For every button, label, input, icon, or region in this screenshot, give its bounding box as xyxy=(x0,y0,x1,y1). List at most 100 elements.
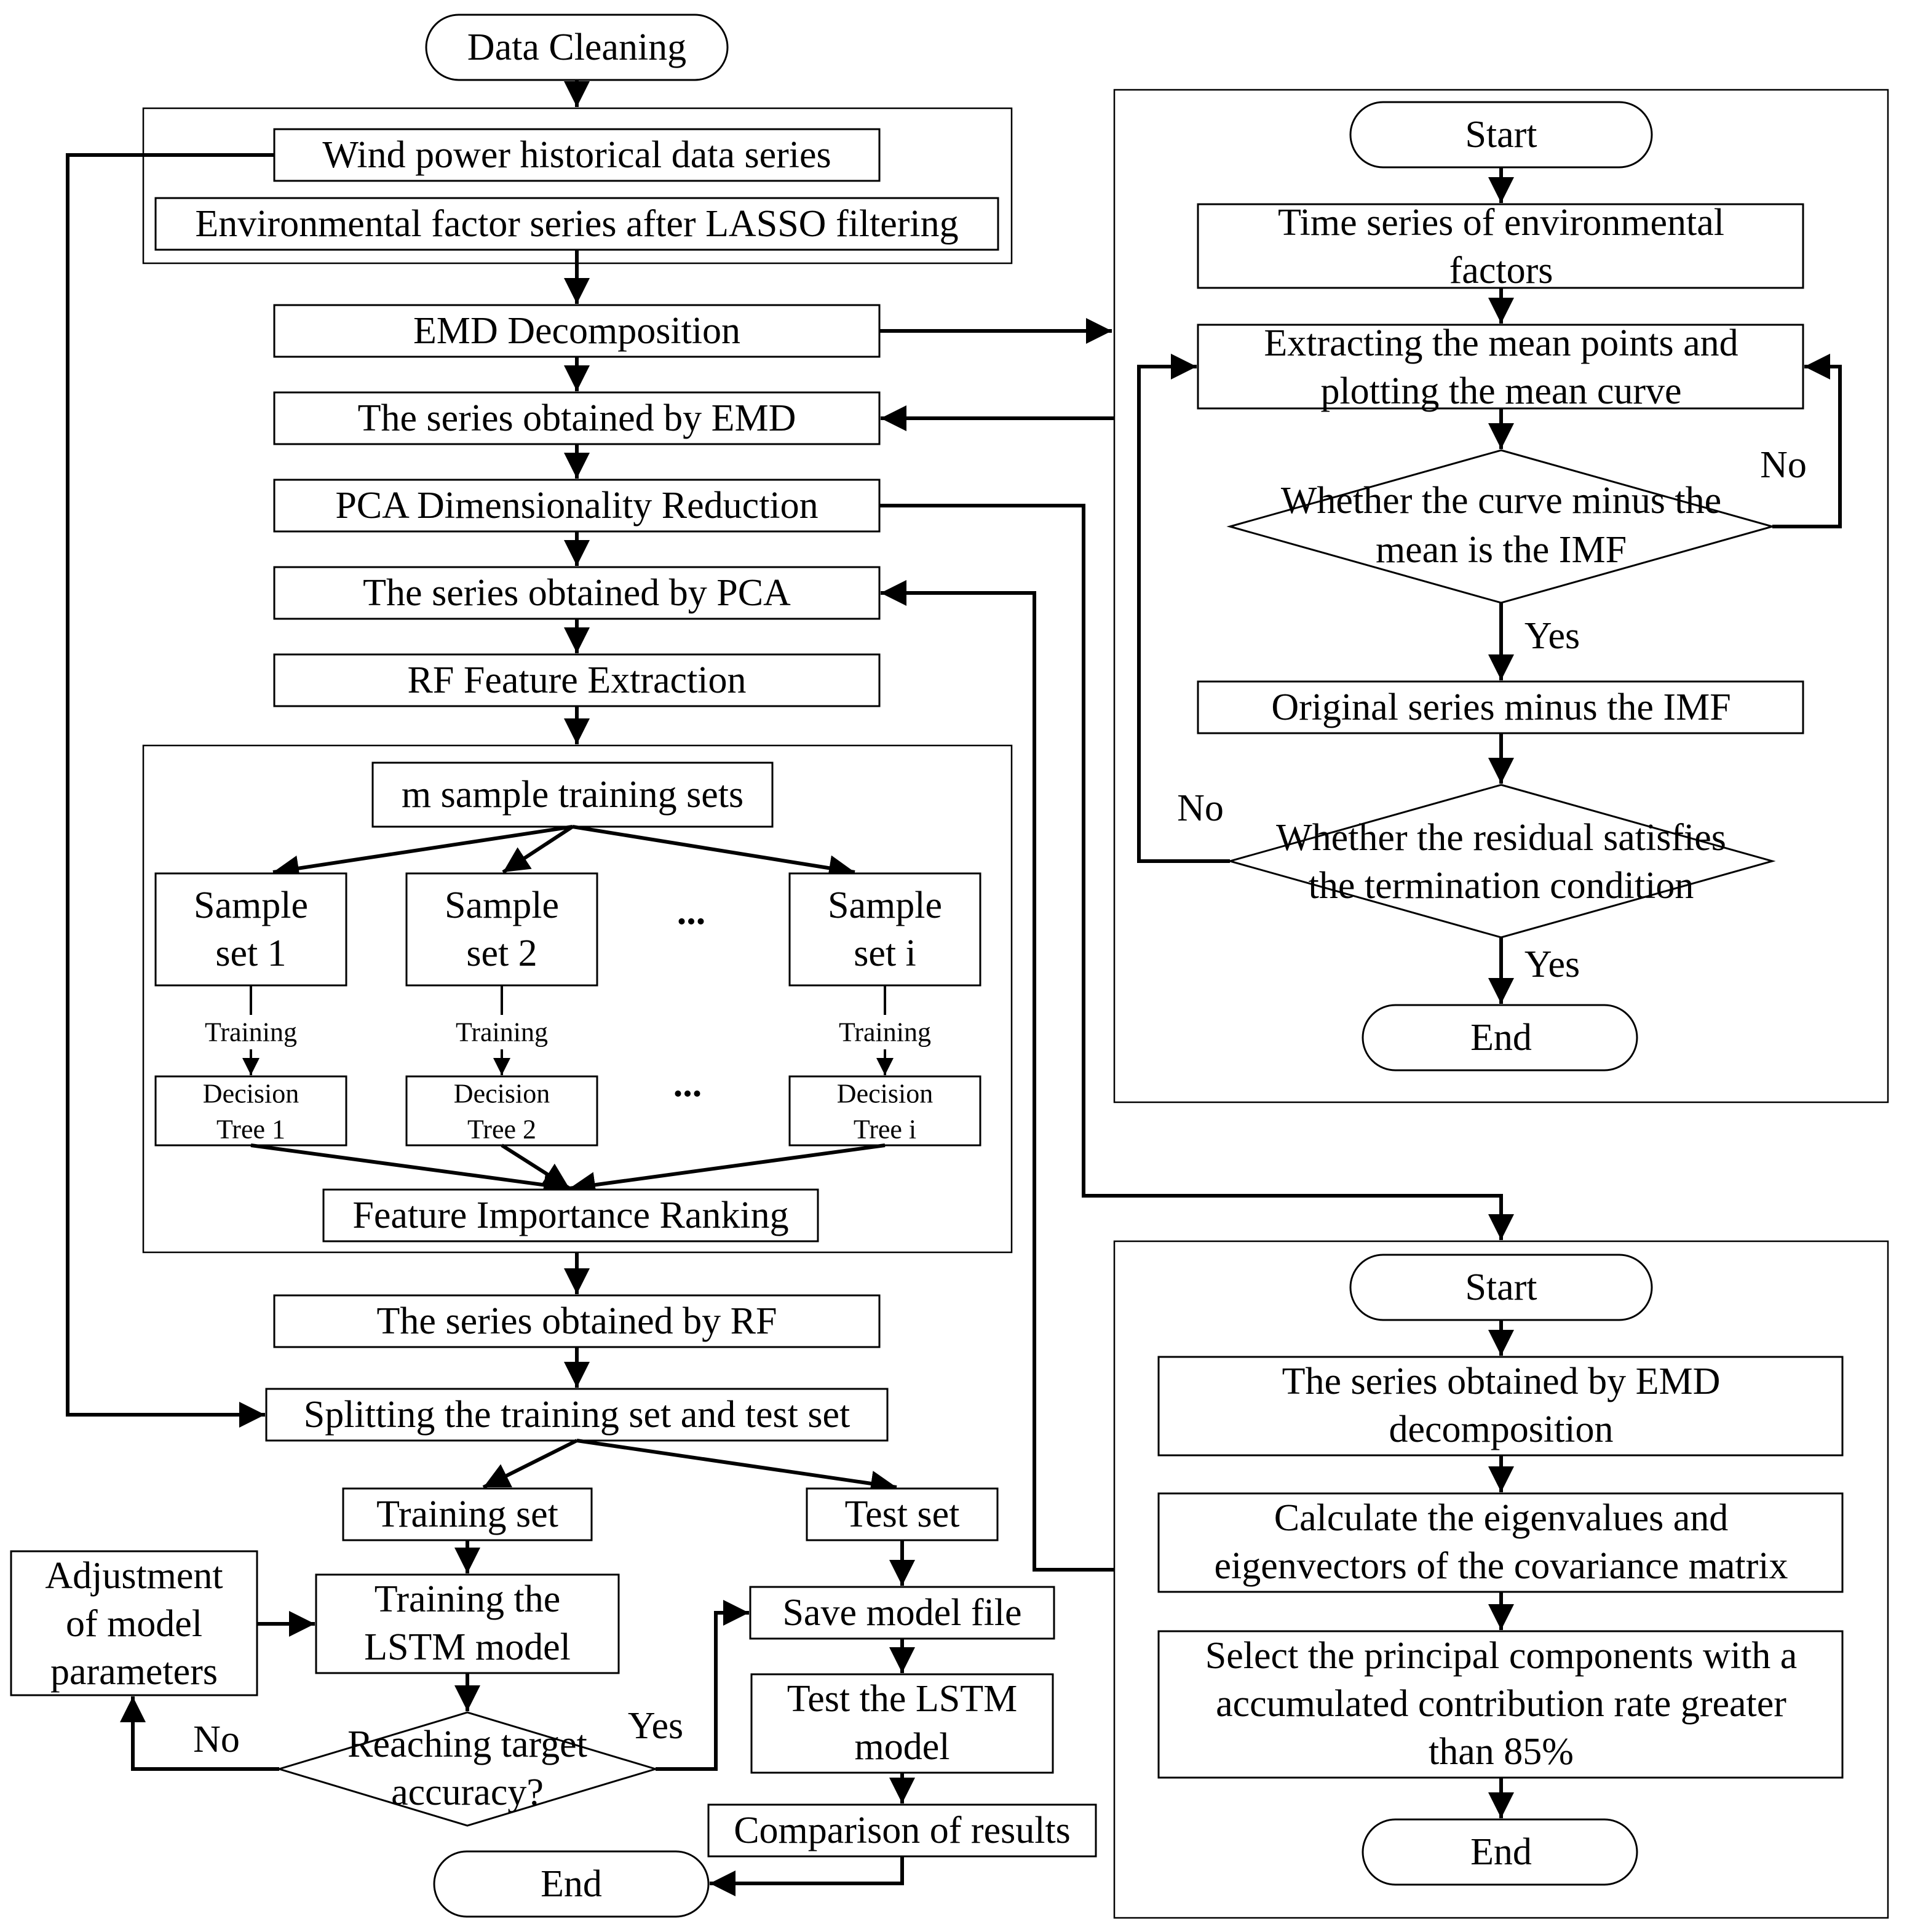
emd-time-series-line1: Time series of environmental xyxy=(1278,202,1724,244)
emd-yes-label-2: Yes xyxy=(1524,944,1580,985)
no-label-accuracy: No xyxy=(193,1719,240,1760)
wind-series-label: Wind power historical data series xyxy=(322,134,831,176)
emd-yes-label-1: Yes xyxy=(1524,615,1580,657)
adjustment-line3: parameters xyxy=(50,1651,218,1693)
data-cleaning-label: Data Cleaning xyxy=(467,26,686,68)
emd-imf-line1: Whether the curve minus the xyxy=(1281,480,1721,522)
emd-no-label-2: No xyxy=(1177,787,1224,829)
emd-imf-line2: mean is the IMF xyxy=(1376,529,1627,571)
yes-label-accuracy: Yes xyxy=(628,1705,683,1747)
training-label-2: Training xyxy=(456,1017,548,1047)
pca-series-emd-line1: The series obtained by EMD xyxy=(1282,1361,1721,1402)
emd-time-series-line2: factors xyxy=(1449,250,1553,292)
decision-tree-1-node: Decision Tree 1 xyxy=(154,1075,347,1147)
pca-select-line1: Select the principal components with a xyxy=(1205,1635,1797,1677)
sample-set-2-line2: set 2 xyxy=(466,932,537,974)
save-model-node: Save model file xyxy=(749,1586,1055,1640)
emd-time-series-node: Time series of environmental factors xyxy=(1197,202,1804,292)
sample-set-2-line1: Sample xyxy=(445,885,559,926)
emd-start-label: Start xyxy=(1465,114,1537,156)
adjustment-node: Adjustment of model parameters xyxy=(10,1550,258,1696)
emd-original-minus-label: Original series minus the IMF xyxy=(1271,686,1731,728)
test-set-node: Test set xyxy=(806,1487,999,1541)
emd-extracting-node: Extracting the mean points and plotting … xyxy=(1197,322,1804,412)
decision-tree-1-line1: Decision xyxy=(203,1079,299,1109)
splitting-label: Splitting the training set and test set xyxy=(304,1394,850,1436)
sample-set-1-node: Sample set 1 xyxy=(154,872,347,987)
emd-residual-decision: Whether the residual satisfies the termi… xyxy=(1226,784,1776,939)
ellipsis-samples: ... xyxy=(677,891,706,932)
pca-start-node: Start xyxy=(1349,1254,1653,1321)
test-lstm-node: Test the LSTM model xyxy=(750,1673,1054,1774)
emd-start-node: Start xyxy=(1349,101,1653,169)
pca-series-emd-line2: decomposition xyxy=(1389,1409,1613,1450)
pca-calculate-node: Calculate the eigenvalues and eigenvecto… xyxy=(1157,1492,1844,1593)
rf-extraction-label: RF Feature Extraction xyxy=(408,659,747,701)
feature-ranking-label: Feature Importance Ranking xyxy=(352,1195,788,1236)
accuracy-line1: Reaching target xyxy=(347,1723,587,1765)
train-lstm-node: Training the LSTM model xyxy=(315,1573,620,1674)
emd-residual-line1: Whether the residual satisfies xyxy=(1276,817,1726,859)
sample-set-i-line2: set i xyxy=(854,932,916,974)
decision-tree-1-line2: Tree 1 xyxy=(216,1115,285,1145)
emd-no-label-1: No xyxy=(1760,444,1807,486)
pca-series-emd-node: The series obtained by EMD decomposition xyxy=(1157,1356,1844,1457)
sample-set-i-line1: Sample xyxy=(828,885,942,926)
splitting-node: Splitting the training set and test set xyxy=(265,1388,889,1442)
decision-tree-2-line1: Decision xyxy=(454,1079,550,1109)
train-lstm-line1: Training the xyxy=(375,1578,561,1620)
pca-end-node: End xyxy=(1362,1818,1638,1886)
series-rf-label: The series obtained by RF xyxy=(377,1300,777,1342)
m-sample-sets-label: m sample training sets xyxy=(402,774,743,816)
emd-end-node: End xyxy=(1362,1004,1638,1071)
left-end-label: End xyxy=(541,1863,602,1905)
pca-select-node: Select the principal components with a a… xyxy=(1157,1630,1844,1779)
pca-end-label: End xyxy=(1470,1831,1532,1873)
env-series-node: Environmental factor series after LASSO … xyxy=(154,197,999,251)
series-emd-node: The series obtained by EMD xyxy=(273,391,881,445)
accuracy-line2: accuracy? xyxy=(391,1771,544,1813)
series-rf-node: The series obtained by RF xyxy=(273,1294,881,1348)
sample-set-1-line1: Sample xyxy=(194,885,308,926)
emd-original-minus-node: Original series minus the IMF xyxy=(1197,680,1804,734)
emd-residual-line2: the termination condition xyxy=(1309,865,1694,907)
decision-tree-i-line2: Tree i xyxy=(854,1115,916,1145)
emd-extracting-line2: plotting the mean curve xyxy=(1320,370,1681,412)
decision-tree-i-line1: Decision xyxy=(837,1079,933,1109)
training-label-1: Training xyxy=(205,1017,297,1047)
save-model-label: Save model file xyxy=(782,1592,1021,1634)
pca-detail-panel xyxy=(1113,1240,1889,1919)
emd-detail-panel xyxy=(1113,89,1889,1103)
training-label-i: Training xyxy=(839,1017,931,1047)
training-set-label: Training set xyxy=(376,1493,558,1535)
series-emd-label: The series obtained by EMD xyxy=(358,397,796,439)
data-cleaning-node: Data Cleaning xyxy=(425,14,729,81)
decision-tree-2-line2: Tree 2 xyxy=(467,1115,536,1145)
series-pca-node: The series obtained by PCA xyxy=(273,566,881,620)
adjustment-line1: Adjustment xyxy=(45,1555,223,1597)
train-lstm-line2: LSTM model xyxy=(364,1626,571,1668)
sample-set-2-node: Sample set 2 xyxy=(405,872,598,987)
sample-set-1-line2: set 1 xyxy=(215,932,286,974)
pca-reduction-node: PCA Dimensionality Reduction xyxy=(273,479,881,533)
test-lstm-line1: Test the LSTM xyxy=(787,1678,1018,1720)
pca-reduction-label: PCA Dimensionality Reduction xyxy=(335,485,818,527)
env-series-label: Environmental factor series after LASSO … xyxy=(195,203,958,245)
rf-extraction-node: RF Feature Extraction xyxy=(273,653,881,707)
feature-ranking-node: Feature Importance Ranking xyxy=(322,1188,819,1242)
series-pca-label: The series obtained by PCA xyxy=(363,572,791,614)
adjustment-line2: of model xyxy=(66,1603,202,1645)
wind-series-node: Wind power historical data series xyxy=(273,128,881,182)
sample-set-i-node: Sample set i xyxy=(788,872,981,987)
pca-start-label: Start xyxy=(1465,1266,1537,1308)
left-end-node: End xyxy=(433,1850,710,1918)
accuracy-decision: Reaching target accuracy? xyxy=(276,1711,659,1827)
comparison-node: Comparison of results xyxy=(707,1803,1097,1858)
test-lstm-line2: model xyxy=(855,1726,950,1768)
decision-tree-2-node: Decision Tree 2 xyxy=(405,1075,598,1147)
pca-select-line3: than 85% xyxy=(1429,1731,1574,1773)
pca-calculate-line1: Calculate the eigenvalues and xyxy=(1274,1497,1729,1539)
decision-tree-i-node: Decision Tree i xyxy=(788,1075,981,1147)
emd-imf-decision: Whether the curve minus the mean is the … xyxy=(1226,449,1776,604)
